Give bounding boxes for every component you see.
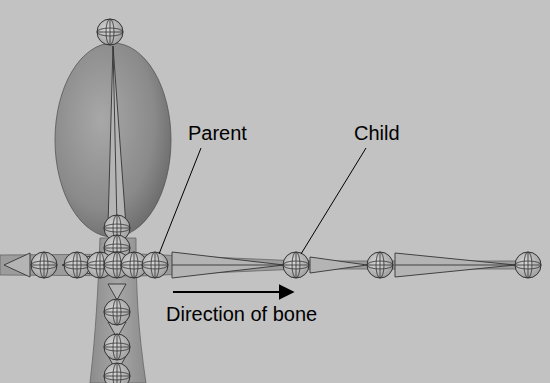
joint-label: Child bbox=[354, 122, 400, 144]
head-mesh bbox=[55, 43, 171, 237]
bone-cones bbox=[4, 46, 515, 372]
joint-label: Parent bbox=[188, 122, 247, 144]
leader-line bbox=[301, 148, 366, 254]
direction-arrow bbox=[173, 291, 293, 293]
joints bbox=[31, 19, 541, 383]
direction-label: Direction of bone bbox=[166, 303, 317, 325]
leader-line bbox=[159, 148, 201, 254]
